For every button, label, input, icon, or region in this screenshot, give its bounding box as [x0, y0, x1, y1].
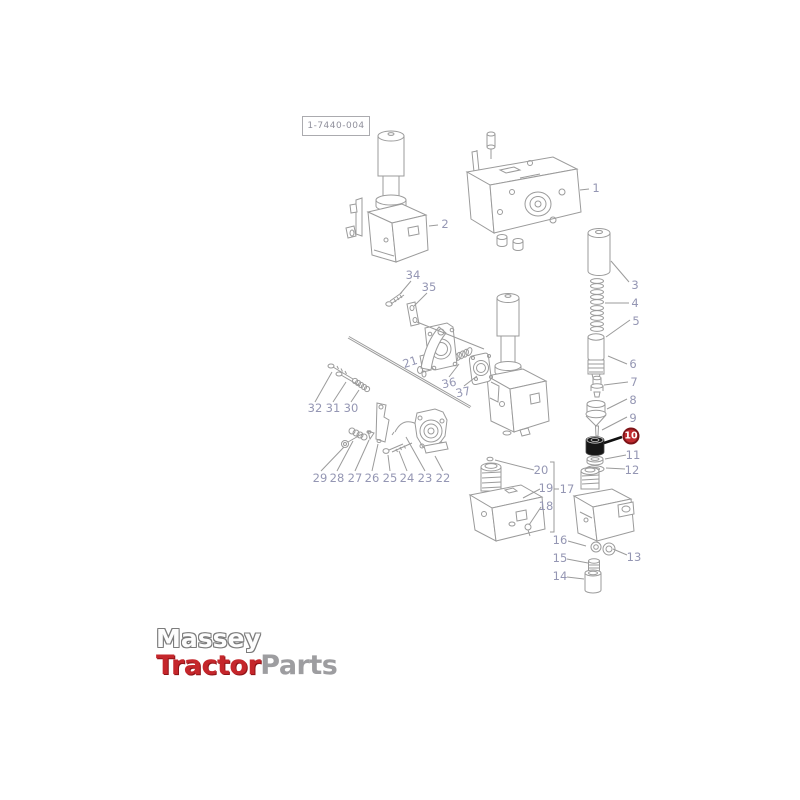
small-parts-row — [341, 402, 449, 454]
valve-body-lower-right — [572, 467, 635, 594]
valve-body-lower-left — [468, 456, 559, 542]
callout-2: 2 — [441, 217, 449, 231]
callout-29: 29 — [312, 471, 328, 485]
callout-20: 20 — [533, 463, 549, 477]
assembly-center — [327, 292, 550, 437]
callout-22: 22 — [435, 471, 451, 485]
highlight-leader — [603, 435, 623, 445]
exploded-parts-column — [585, 228, 611, 473]
callout-32: 32 — [307, 401, 323, 415]
logo-word-massey: Massey — [156, 624, 261, 653]
callout-37: 37 — [454, 383, 472, 401]
callout-24: 24 — [399, 471, 415, 485]
callout-9: 9 — [629, 411, 637, 425]
callout-15: 15 — [552, 551, 568, 565]
callout-35: 35 — [421, 280, 437, 294]
callout-26: 26 — [364, 471, 380, 485]
callout-23: 23 — [417, 471, 433, 485]
callout-34: 34 — [405, 268, 421, 282]
callout-21: 21 — [400, 353, 420, 371]
callout-7: 7 — [630, 375, 638, 389]
assembly-2 — [345, 130, 429, 263]
callout-25: 25 — [382, 471, 398, 485]
callout-27: 27 — [347, 471, 363, 485]
callout-1: 1 — [592, 181, 600, 195]
callout-30: 30 — [343, 401, 359, 415]
logo-line2: TractorParts — [156, 650, 338, 681]
callout-12: 12 — [624, 463, 640, 477]
leader-lines — [314, 188, 631, 580]
callout-5: 5 — [632, 314, 640, 328]
callout-6: 6 — [629, 357, 637, 371]
callout-31: 31 — [325, 401, 341, 415]
logo-word-parts: Parts — [260, 650, 338, 681]
logo: Massey TractorParts — [156, 624, 338, 681]
callout-3: 3 — [631, 278, 639, 292]
callout-13: 13 — [626, 550, 642, 564]
callout-28: 28 — [329, 471, 345, 485]
callout-4: 4 — [631, 296, 639, 310]
highlight-badge-10: 10 — [622, 427, 640, 445]
callout-17: 17 — [559, 482, 575, 496]
callout-16: 16 — [552, 533, 568, 547]
callout-8: 8 — [629, 393, 637, 407]
callout-18: 18 — [538, 499, 554, 513]
callout-19: 19 — [538, 481, 554, 495]
callout-14: 14 — [552, 569, 568, 583]
reference-label: 1-7440-004 — [302, 116, 370, 136]
callout-11: 11 — [625, 448, 641, 462]
assembly-1 — [465, 131, 582, 251]
logo-word-tractor: Tractor — [156, 650, 261, 681]
